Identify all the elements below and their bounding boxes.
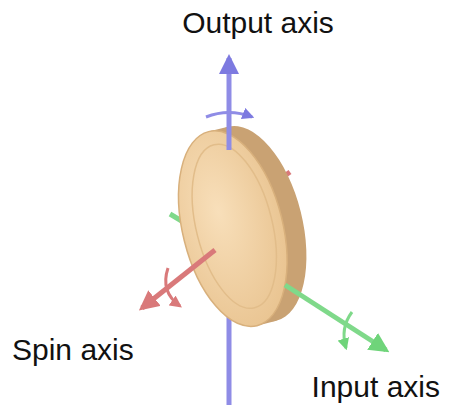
- output-rotation-arrow: [206, 113, 252, 118]
- spinning-disk: [160, 115, 325, 338]
- input-rotation-arrow: [344, 312, 352, 348]
- axis-label: Spin axis: [12, 333, 134, 366]
- axis-label: Output axis: [182, 6, 334, 39]
- spin-axis-front: [142, 250, 215, 308]
- axis-label: Input axis: [312, 370, 440, 403]
- input-axis-front: [285, 285, 386, 350]
- output-axis-top: [227, 58, 232, 150]
- spin-rotation-arrow: [166, 268, 180, 306]
